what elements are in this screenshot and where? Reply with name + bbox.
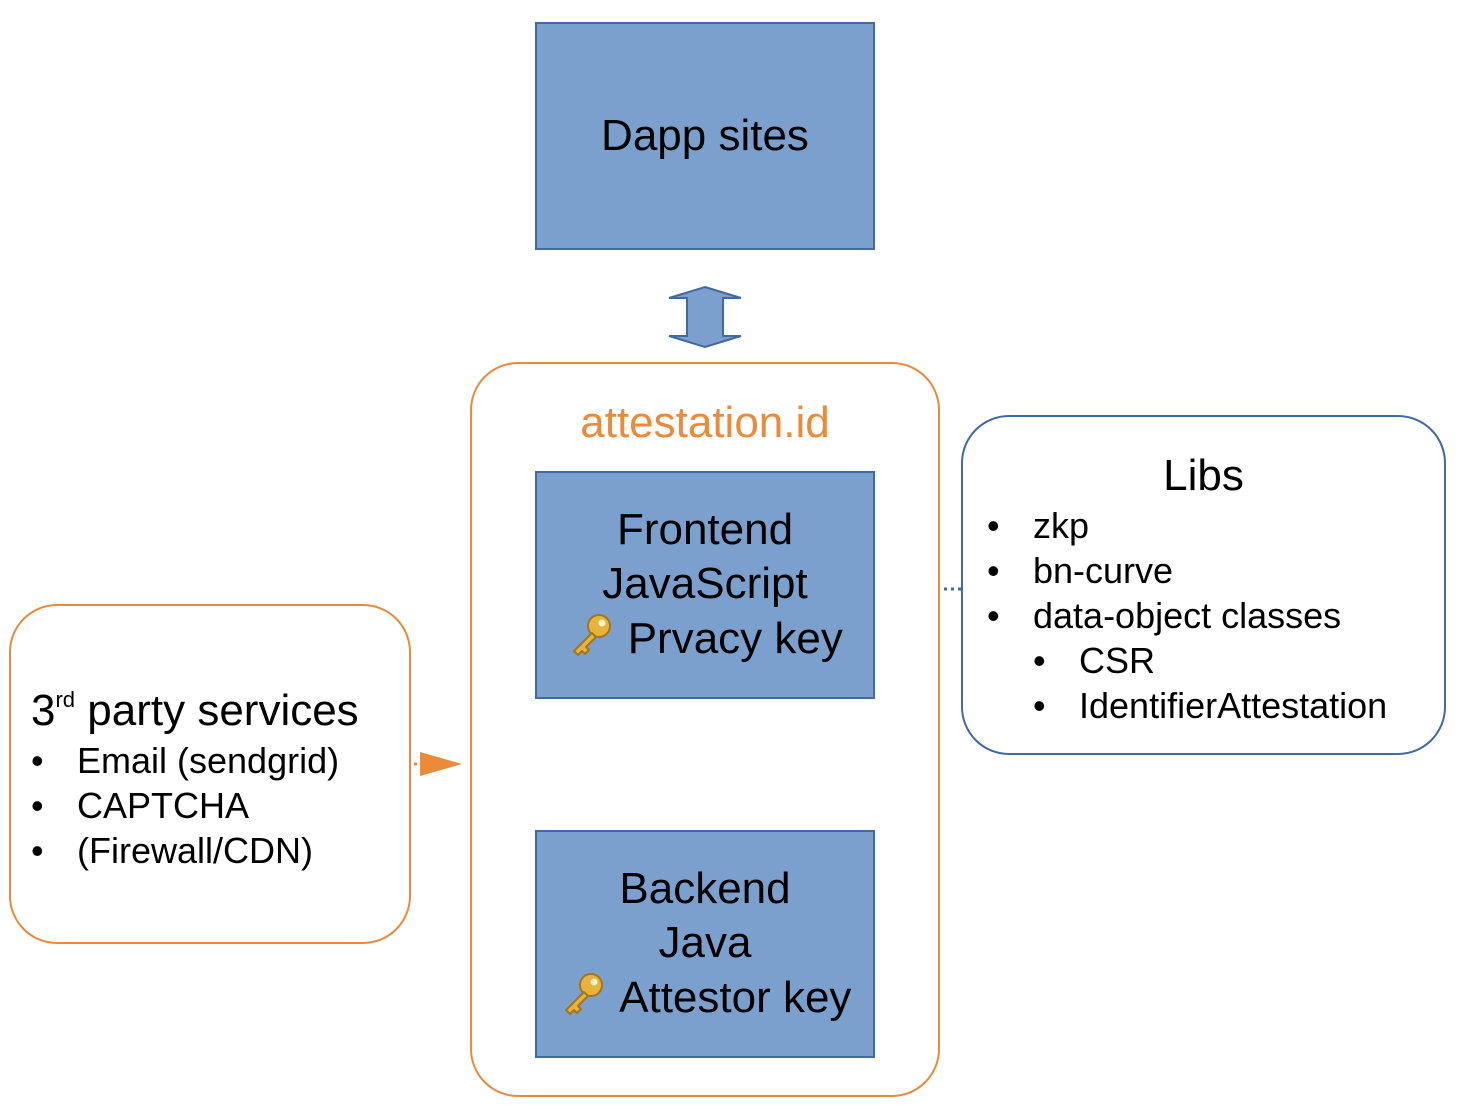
libs-box: Libs zkp bn-curve data-object classes CS…: [961, 415, 1446, 755]
double-arrow-top: [668, 285, 742, 349]
frontend-key-label: Prvacy key: [627, 613, 843, 663]
list-item: Email (sendgrid): [31, 738, 409, 783]
backend-line1: Backend: [619, 863, 791, 913]
frontend-key-row: Prvacy key: [567, 611, 843, 668]
frontend-line2: JavaScript: [602, 558, 808, 608]
list-item: CAPTCHA: [31, 783, 409, 828]
backend-line2: Java: [658, 917, 752, 967]
third-party-title-suffix: party services: [75, 686, 359, 735]
list-item: (Firewall/CDN): [31, 828, 409, 873]
list-item: CSR: [987, 638, 1444, 683]
list-item: bn-curve: [987, 548, 1444, 593]
frontend-box: Frontend JavaScript Prvacy key: [535, 471, 875, 699]
third-party-connector-arrowhead: [420, 752, 462, 776]
list-item: IdentifierAttestation: [987, 683, 1444, 728]
third-party-title-prefix: 3: [31, 686, 56, 735]
backend-key-label: Attestor key: [619, 972, 852, 1022]
third-party-box: 3rd party services Email (sendgrid) CAPT…: [9, 604, 411, 944]
backend-box: Backend Java Attestor key: [535, 830, 875, 1058]
list-item: data-object classes: [987, 593, 1444, 638]
key-icon: [567, 613, 626, 662]
third-party-title-sup: rd: [55, 687, 76, 712]
frontend-line1: Frontend: [616, 504, 794, 554]
third-party-list: Email (sendgrid) CAPTCHA (Firewall/CDN): [31, 738, 409, 873]
list-item: zkp: [987, 503, 1444, 548]
key-icon: [559, 972, 618, 1021]
libs-title: Libs: [1163, 451, 1244, 500]
libs-list: zkp bn-curve data-object classes CSR Ide…: [987, 503, 1444, 728]
third-party-title: 3rd party services: [31, 684, 409, 738]
dapp-sites-box: Dapp sites: [535, 22, 875, 250]
backend-key-row: Attestor key: [559, 970, 852, 1027]
attestation-title: attestation.id: [580, 398, 830, 447]
dapp-sites-label: Dapp sites: [601, 111, 809, 160]
